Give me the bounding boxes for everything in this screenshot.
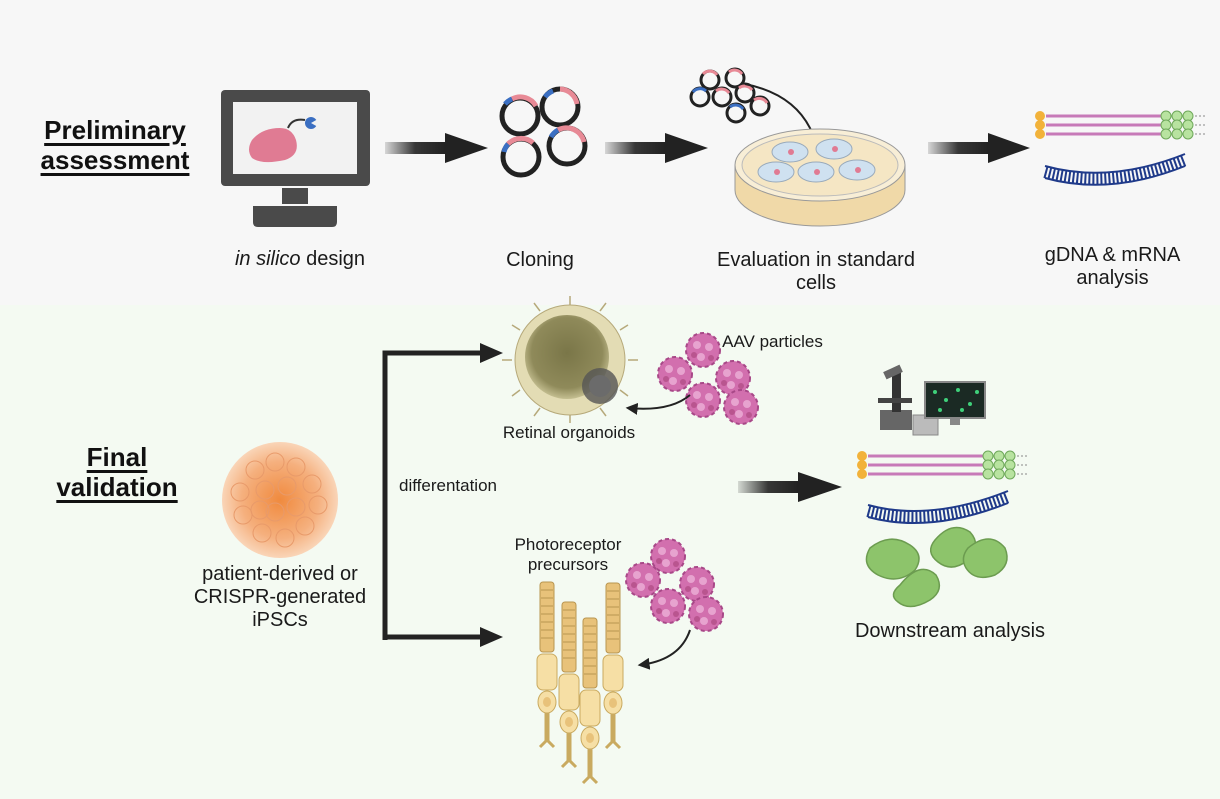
in-silico-rest: design <box>300 248 366 270</box>
branch-arrow <box>382 350 482 640</box>
step-label-cloning: Cloning <box>506 249 574 271</box>
arrow-1 <box>385 133 488 163</box>
ipsc-colony-icon <box>222 442 338 558</box>
organoid-icon <box>502 296 638 423</box>
arrow-4 <box>738 472 842 502</box>
dna-icon <box>1034 110 1206 186</box>
photoreceptor-icon <box>537 582 623 783</box>
microscope-icon <box>878 364 986 436</box>
step-label-gdna-mrna: gDNA & mRNA analysis <box>1044 244 1181 289</box>
aav-icon <box>625 332 759 425</box>
label-photoreceptor: Photoreceptor precursors <box>514 535 622 574</box>
monitor-icon <box>221 90 370 227</box>
label-downstream: Downstream analysis <box>854 620 1046 642</box>
arrow-3 <box>928 133 1030 163</box>
step-label-in-silico: in silico design <box>205 248 395 271</box>
aav-icon-bottom <box>625 538 724 670</box>
plasmid-icon <box>499 86 588 178</box>
step-label-evaluation: Evaluation in standard cells <box>717 249 915 294</box>
label-retinal-organoids: Retinal organoids <box>502 423 636 442</box>
final-section-title: Final validation <box>56 442 178 502</box>
cell-icon <box>865 526 1008 608</box>
label-ipsc: patient-derived or CRISPR-generated iPSC… <box>193 563 367 631</box>
petri-dish-icon <box>689 67 906 227</box>
dna-icon-bottom <box>856 450 1028 524</box>
arrow-2 <box>605 133 708 163</box>
preliminary-section-title: Preliminary assessment <box>40 115 190 175</box>
in-silico-italic: in silico <box>234 248 301 270</box>
label-aav: AAV particles <box>722 332 823 351</box>
label-differentiation: differentation <box>399 476 497 495</box>
